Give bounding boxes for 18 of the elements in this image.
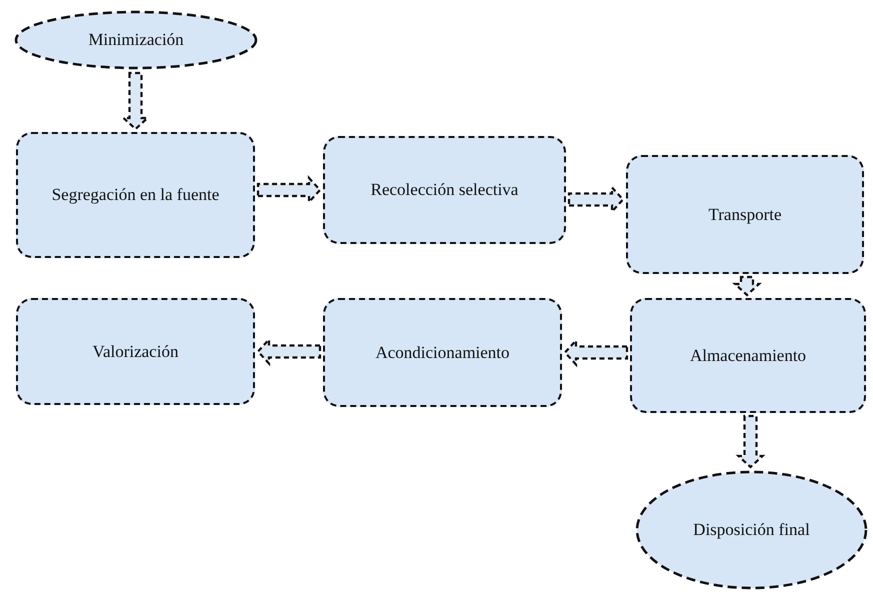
block-arrow	[732, 276, 762, 296]
process-ellipse	[14, 10, 258, 70]
process-box	[16, 298, 255, 405]
node-label: Valorización	[92, 340, 180, 363]
process-ellipse	[635, 470, 868, 590]
block-arrow	[736, 414, 766, 468]
process-box	[323, 298, 562, 407]
process-box	[630, 298, 866, 413]
node-label: Transporte	[707, 204, 783, 226]
node-label: Acondicionamiento	[374, 342, 511, 364]
process-box	[626, 155, 864, 274]
node-label: Segregación en la fuente	[50, 184, 220, 206]
node-label: Recolección selectiva	[370, 179, 520, 202]
process-box	[16, 132, 255, 258]
node-label: Minimización	[87, 29, 185, 52]
node-label: Almacenamiento	[688, 344, 808, 367]
node-label: Disposición final	[692, 519, 811, 542]
process-box	[323, 136, 566, 244]
